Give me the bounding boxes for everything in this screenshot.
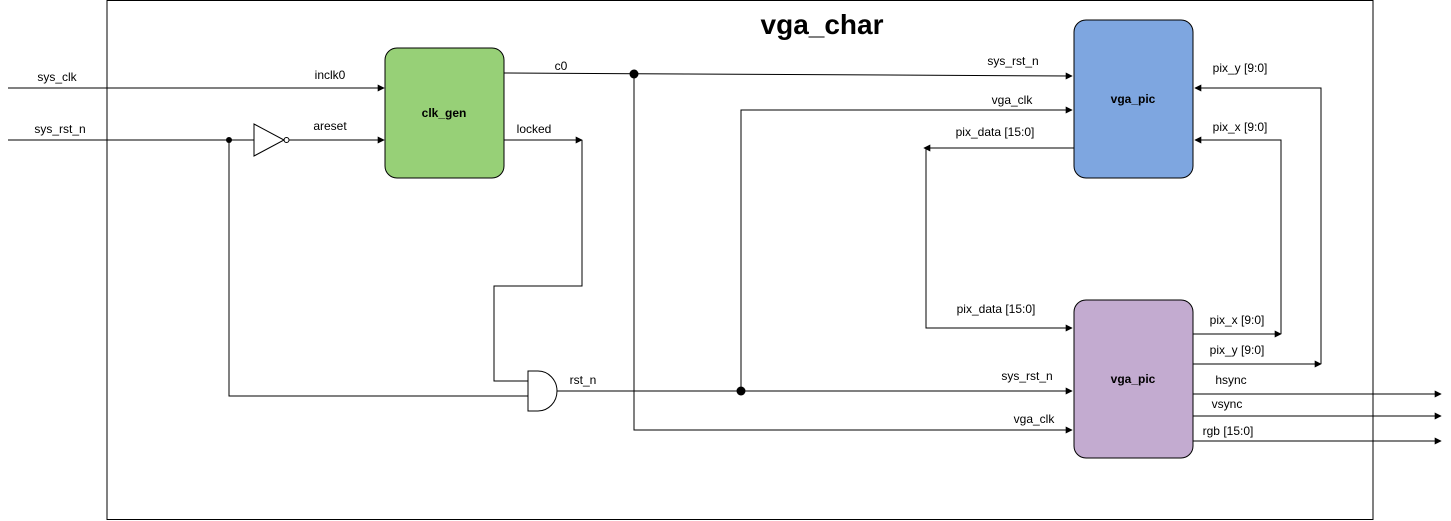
- vga-pic-top-block: [1073, 19, 1194, 179]
- label-bottom-pix-y: pix_y [9:0]: [1210, 343, 1265, 357]
- junction-dot: [226, 137, 232, 143]
- label-sys-rst-n-input: sys_rst_n: [34, 122, 85, 136]
- label-rst-n: rst_n: [570, 373, 597, 387]
- diagram-title: vga_char: [761, 9, 884, 40]
- label-bottom-pix-data: pix_data [15:0]: [957, 302, 1036, 316]
- vga-pic-top-label: vga_pic: [1111, 92, 1156, 106]
- label-top-sys-rst-n: sys_rst_n: [987, 54, 1038, 68]
- label-top-pix-x: pix_x [9:0]: [1213, 120, 1268, 134]
- clk-gen-label: clk_gen: [422, 106, 467, 120]
- junction-dot: [736, 386, 746, 396]
- label-top-pix-y: pix_y [9:0]: [1213, 61, 1268, 75]
- label-top-pix-data: pix_data [15:0]: [956, 125, 1035, 139]
- module-frame: [106, 0, 1374, 520]
- and-gate: [527, 370, 558, 412]
- label-bottom-sys-rst-n: sys_rst_n: [1001, 369, 1052, 383]
- not-gate: [253, 123, 290, 157]
- label-inclk0: inclk0: [315, 68, 346, 82]
- wires: [8, 72, 1442, 445]
- label-top-vga-clk: vga_clk: [992, 93, 1034, 107]
- junction-dot: [629, 69, 639, 79]
- label-rgb: rgb [15:0]: [1203, 424, 1254, 438]
- clk-gen-block: [384, 47, 505, 179]
- label-c0: c0: [555, 59, 568, 73]
- label-locked: locked: [517, 122, 552, 136]
- label-bottom-pix-x: pix_x [9:0]: [1210, 313, 1265, 327]
- label-bottom-vga-clk: vga_clk: [1014, 412, 1056, 426]
- vga-pic-bottom-label: vga_pic: [1111, 372, 1156, 386]
- label-sys-clk: sys_clk: [37, 70, 77, 84]
- label-vsync: vsync: [1212, 397, 1243, 411]
- vga-pic-bottom-block: [1073, 299, 1194, 459]
- label-hsync: hsync: [1215, 373, 1246, 387]
- label-areset: areset: [313, 119, 347, 133]
